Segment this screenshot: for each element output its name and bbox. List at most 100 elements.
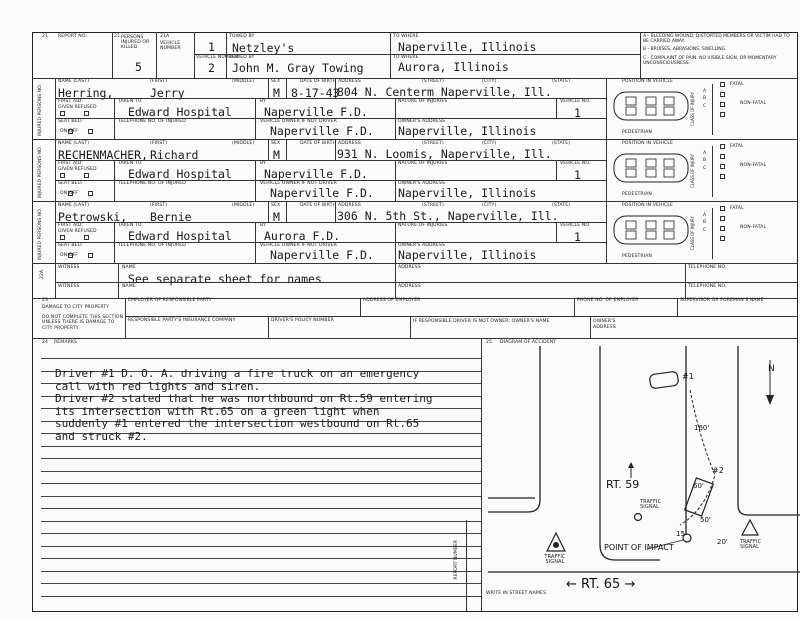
witness-address-label: Address: [398, 265, 421, 270]
remarks-rule-line: [41, 533, 481, 534]
first-name-label: (First): [150, 203, 168, 208]
middle-name-label: (Middle): [232, 79, 255, 84]
middle-name-label: (Middle): [232, 203, 255, 208]
vehicle-2-label: #2: [712, 466, 724, 475]
vehicle-1-label: #1: [682, 372, 694, 381]
city-label: (City): [482, 203, 497, 208]
point-of-impact-label: POINT OF IMPACT: [604, 543, 674, 552]
witness-name-label-2: Name: [122, 284, 136, 289]
remarks-rule-line: [41, 521, 481, 522]
sex-label: Sex: [271, 79, 281, 84]
city-label: (City): [482, 79, 497, 84]
seat-belt-off-checkbox: [88, 191, 93, 196]
distance-20: 20': [717, 538, 728, 546]
person-last-name: RECHENMACHER,: [58, 148, 149, 162]
section-number: 24: [42, 340, 49, 345]
remarks-rule-line: [41, 571, 481, 572]
vehicle-2-to-where: Aurora, Illinois: [398, 60, 509, 74]
point-of-impact-pointer: [646, 539, 684, 550]
fatal-checkbox: [720, 82, 725, 87]
vehicle-owner-label: Vehicle Owner If Not Driver: [260, 119, 337, 124]
first-aid-label: First Aid:: [58, 99, 83, 104]
vehicle-1-number: 1: [208, 40, 215, 54]
first-aid-given-checkbox: [60, 235, 65, 240]
taken-to-label: Taken To: [118, 161, 142, 166]
seat-belt-on-checkbox: [68, 129, 73, 134]
first-aid-refused-checkbox: [84, 235, 89, 240]
person-address: 931 N. Loomis, Naperville, Ill.: [337, 147, 552, 161]
person-vehicle-owner: Naperville F.D.: [270, 186, 374, 200]
telephone-injured-label: Telephone No. of Injured: [118, 181, 186, 186]
vehicle-1-icon: [649, 371, 679, 389]
state-label: (State): [552, 203, 571, 208]
remarks-rule-line: [41, 383, 481, 384]
report-no-label: Report No.: [58, 34, 87, 39]
vehicle-owner-label: Vehicle Owner If Not Driver: [260, 243, 337, 248]
non-fatal-label: Non-Fatal: [740, 101, 767, 106]
witness-telephone-label-2: Telephone No.: [688, 284, 727, 289]
employer-label: Employer of Responsible Party: [128, 298, 212, 303]
person-taken-to: Edward Hospital: [128, 105, 232, 119]
towed-by-label: Towed By: [229, 55, 255, 60]
name-last-label: Name (Last): [58, 79, 90, 84]
employer-address-label: Address of Employer: [363, 298, 421, 303]
remarks-rule-line: [41, 358, 481, 359]
injury-legend-c: C - Complaint of Pain. No Visible Sign, …: [643, 56, 777, 67]
person-taken-to: Edward Hospital: [128, 229, 232, 243]
section-number: 21: [114, 34, 121, 39]
seat-belt-off-checkbox: [88, 253, 93, 258]
damage-city-property-label: Damage to City Property: [42, 305, 110, 310]
remark-line: Driver #1 D. O. A. driving a fire truck …: [55, 367, 420, 380]
first-name-label: (First): [150, 79, 168, 84]
person-last-name: Petrowski,: [58, 210, 128, 224]
person-address: 804 N. Centerm Naperville, Ill.: [337, 85, 552, 99]
remarks-rule-line: [41, 558, 481, 559]
street-label: (Street): [422, 79, 444, 84]
towed-by-label: Towed By: [229, 34, 255, 39]
remarks-rule-line: [41, 396, 481, 397]
to-where-label: To Where: [393, 34, 419, 39]
fatal-checkbox: [720, 144, 725, 149]
report-frame: [32, 32, 798, 612]
distance-160: 160': [694, 424, 710, 432]
point-of-impact-icon: [682, 533, 692, 543]
to-where-label: To Where: [393, 55, 419, 60]
person-taken-by: Aurora F.D.: [264, 229, 341, 243]
by-label: By: [260, 223, 266, 228]
write-street-names-label: Write in Street Names: [486, 591, 546, 596]
persons-injured-label: Persons Injured Or Killed: [121, 35, 150, 51]
vehicle-position-diagram: [613, 153, 689, 183]
vehicle-position-diagram: [613, 91, 689, 121]
sex-label: Sex: [271, 141, 281, 146]
first-aid-refused-checkbox: [84, 173, 89, 178]
distance-50: 50': [700, 516, 711, 524]
middle-name-label: (Middle): [232, 141, 255, 146]
person-sex: M: [273, 148, 280, 162]
insurance-label: Responsible Party's Insurance Company: [128, 318, 236, 323]
person-vehicle-owner: Naperville F.D.: [270, 124, 374, 138]
persons-count: 5: [135, 60, 142, 74]
first-aid-refused-checkbox: [84, 111, 89, 116]
remarks-rule-line: [41, 421, 481, 422]
class-b-checkbox: [720, 164, 725, 169]
remarks-rule-line: [41, 496, 481, 497]
first-aid-label: First Aid:: [58, 223, 83, 228]
remarks-rule-line: [41, 596, 481, 597]
seat-belt-label: Seat Belt: [58, 119, 83, 124]
seat-belt-on-checkbox: [68, 191, 73, 196]
owner-address-label: Owner's Address: [593, 319, 616, 330]
sex-label: Sex: [271, 203, 281, 208]
class-c-checkbox: [720, 174, 725, 179]
state-label: (State): [552, 141, 571, 146]
seat-belt-label: Seat Belt: [58, 181, 83, 186]
witness-label: Witness: [58, 265, 80, 270]
vehicle-no-label: Vehicle No.: [560, 223, 591, 228]
vehicle-no-label: Vehicle No.: [560, 99, 591, 104]
north-label: N: [768, 364, 775, 374]
remark-line: its intersection with Rt.65 on a green l…: [55, 405, 380, 418]
remarks-rule-line: [41, 433, 481, 434]
street-label: (Street): [422, 141, 444, 146]
injury-legend-b: B - Bruises, Abrasions, Swelling.: [643, 47, 727, 52]
